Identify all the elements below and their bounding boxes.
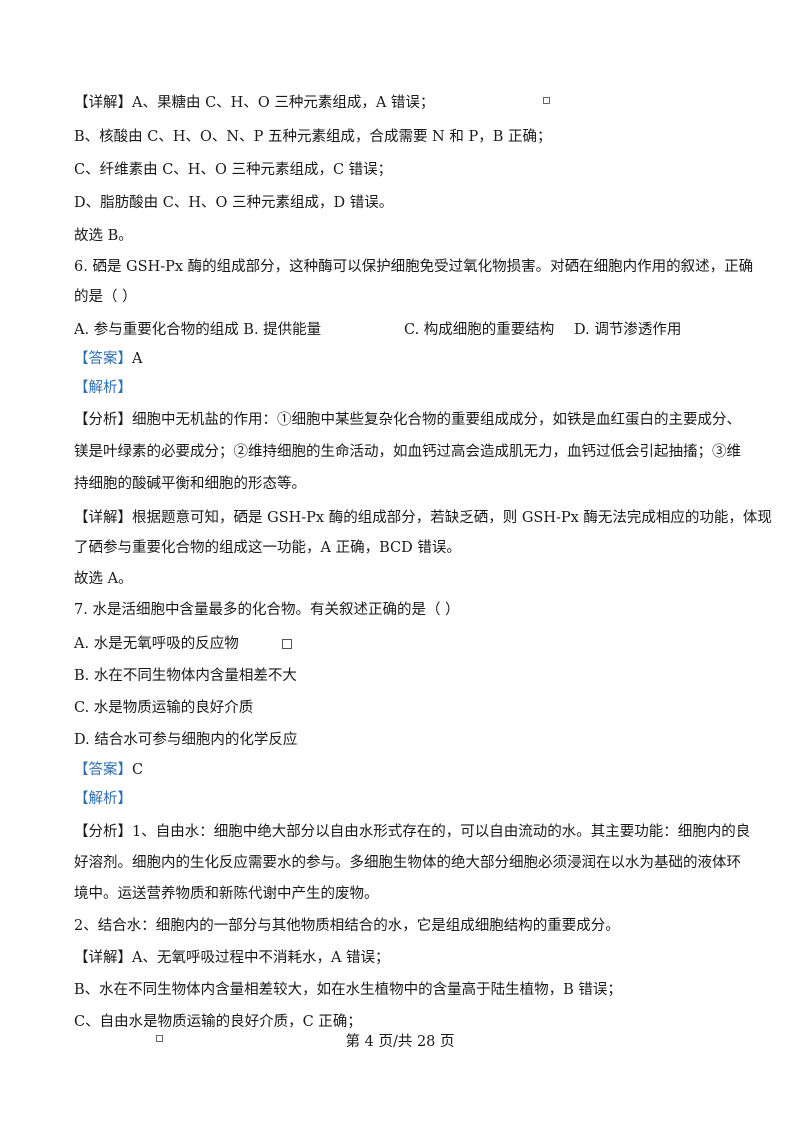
question-6-stem: 的是（ ） [74, 289, 137, 305]
text-line: 持细胞的酸碱平衡和细胞的形态等。 [74, 476, 306, 492]
answer-line: 【答案】C [74, 762, 144, 778]
text-line: 【分析】细胞中无机盐的作用：①细胞中某些复杂化合物的重要组成成分，如铁是血红蛋白… [74, 412, 741, 428]
text-line: 【分析】1、自由水：细胞中绝大部分以自由水形式存在的，可以自由流动的水。其主要功… [74, 824, 751, 840]
text-line: D、脂肪酸由 C、H、O 三种元素组成，D 错误。 [74, 195, 394, 211]
text-line: 【详解】根据题意可知，硒是 GSH-Px 酶的组成部分，若缺乏硒，则 GSH-P… [74, 510, 772, 526]
option-d: D. 调节渗透作用 [574, 322, 682, 338]
placeholder-box-icon [156, 1035, 163, 1042]
text-line: 镁是叶绿素的必要成分；②维持细胞的生命活动，如血钙过高会造成肌无力，血钙过低会引… [74, 444, 741, 460]
question-6-options: A. 参与重要化合物的组成 B. 提供能量 C. 构成细胞的重要结构 D. 调节… [74, 320, 734, 340]
option-b: B. 水在不同生物体内含量相差不大 [74, 668, 297, 684]
analysis-header: 【解析】 [74, 380, 132, 396]
page-footer: 第 4 页/共 28 页 [345, 1034, 455, 1050]
analysis-header: 【解析】 [74, 791, 132, 807]
question-7-stem: 7. 水是活细胞中含量最多的化合物。有关叙述正确的是（ ） [74, 602, 460, 618]
text-line: 了硒参与重要化合物的组成这一功能，A 正确，BCD 错误。 [74, 540, 461, 556]
text-line: 故选 A。 [74, 571, 133, 587]
option-a-b: A. 参与重要化合物的组成 B. 提供能量 [74, 322, 322, 338]
text-line: C、自由水是物质运输的良好介质，C 正确； [74, 1014, 362, 1030]
placeholder-box-icon [282, 639, 292, 649]
text-line: 【详解】A、无氧呼吸过程中不消耗水，A 错误； [74, 950, 390, 966]
option-d: D. 结合水可参与细胞内的化学反应 [74, 732, 298, 748]
text-line: 2、结合水：细胞内的一部分与其他物质相结合的水，它是组成细胞结构的重要成分。 [74, 918, 620, 934]
text-line: 境中。运送营养物质和新陈代谢中产生的废物。 [74, 886, 379, 902]
answer-line: 【答案】A [74, 351, 143, 367]
option-c: C. 构成细胞的重要结构 [404, 322, 555, 338]
text-line: 【详解】A、果糖由 C、H、O 三种元素组成，A 错误； [74, 95, 435, 111]
text-line: 故选 B。 [74, 228, 133, 244]
text-line: 好溶剂。细胞内的生化反应需要水的参与。多细胞生物体的绝大部分细胞必须浸润在以水为… [74, 855, 741, 871]
text-line: B、核酸由 C、H、O、N、P 五种元素组成，合成需要 N 和 P，B 正确； [74, 129, 552, 145]
option-c: C. 水是物质运输的良好介质 [74, 700, 254, 716]
text-line: C、纤维素由 C、H、O 三种元素组成，C 错误； [74, 162, 393, 178]
option-a: A. 水是无氧呼吸的反应物 [74, 636, 239, 652]
text-line: B、水在不同生物体内含量相差较大，如在水生植物中的含量高于陆生植物，B 错误； [74, 982, 622, 998]
question-6-stem: 6. 硒是 GSH-Px 酶的组成部分，这种酶可以保护细胞免受过氧化物损害。对硒… [74, 259, 754, 275]
placeholder-box-icon [543, 97, 550, 104]
